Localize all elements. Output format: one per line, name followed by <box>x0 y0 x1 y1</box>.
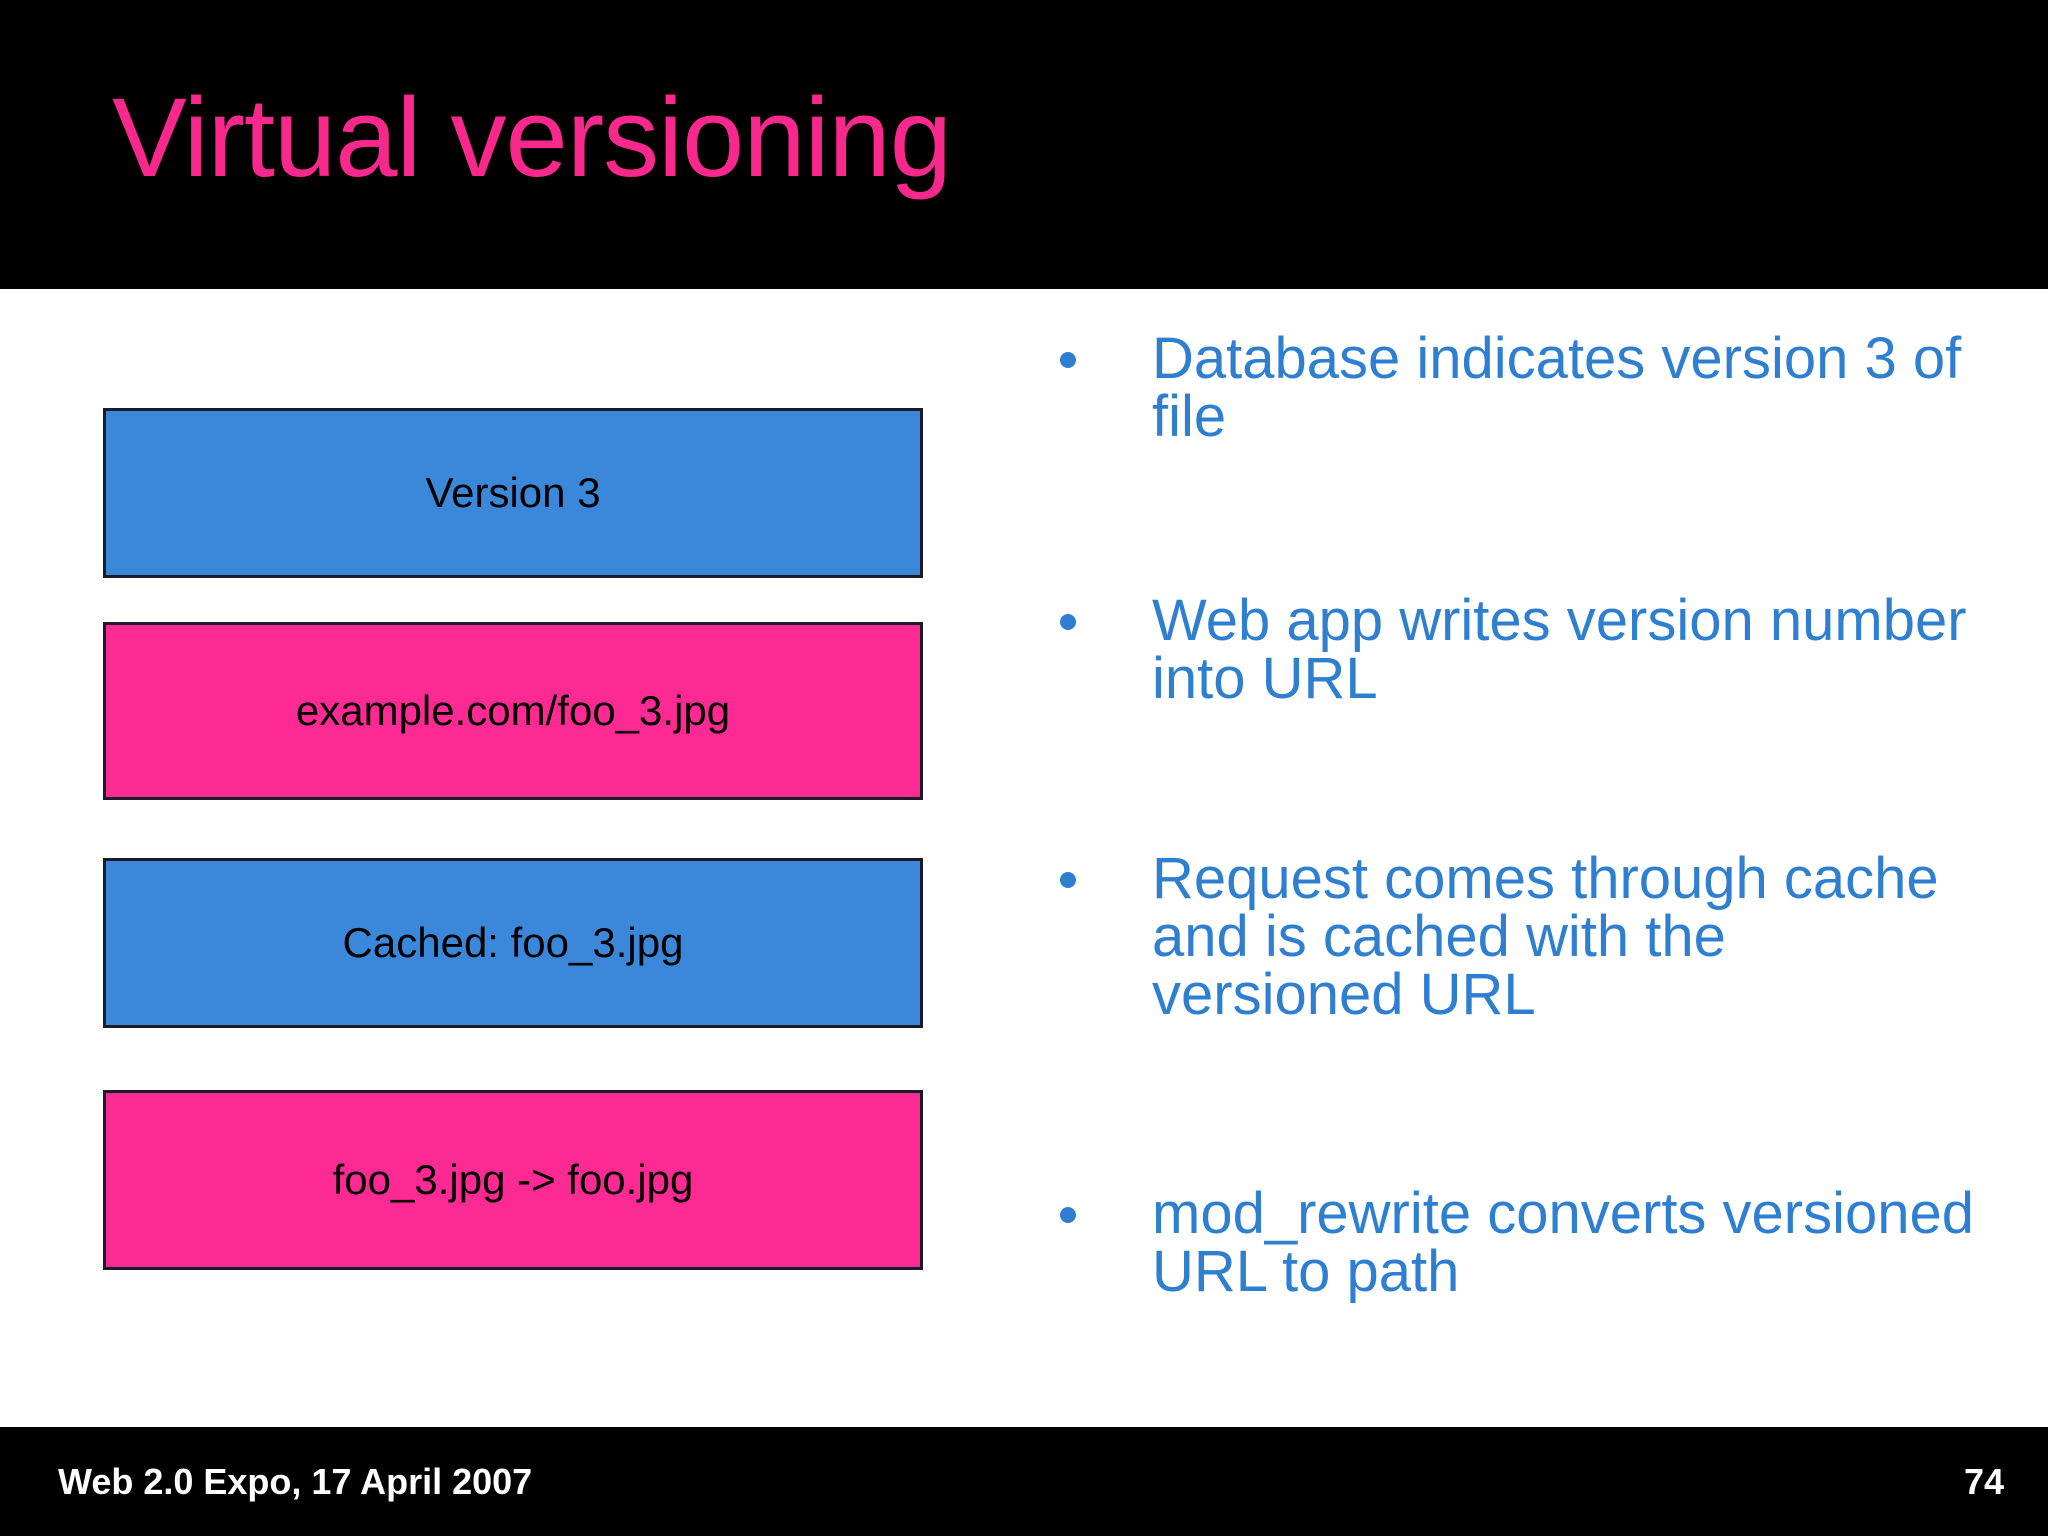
footer-page-number: 74 <box>1963 1461 2004 1502</box>
bullet-dot-icon <box>1060 1207 1076 1223</box>
bullet-text: Request comes through cache and is cache… <box>1152 846 1939 1027</box>
footer-event-label: Web 2.0 Expo, 17 April 2007 <box>58 1461 533 1502</box>
flow-box-label: Version 3 <box>425 468 601 516</box>
flow-box-url: example.com/foo_3.jpg <box>103 622 923 800</box>
flow-box-label: Cached: foo_3.jpg <box>342 918 684 966</box>
bullet-dot-icon <box>1060 352 1076 368</box>
flow-box-cached: Cached: foo_3.jpg <box>103 858 923 1028</box>
bullet-text: Database indicates version 3 of file <box>1152 326 1962 449</box>
list-item: Web app writes version number into URL <box>1060 592 1990 708</box>
versioning-flow-diagram: Version 3 example.com/foo_3.jpg Cached: … <box>103 408 923 1270</box>
list-item: mod_rewrite converts versioned URL to pa… <box>1060 1185 1990 1301</box>
flow-box-label: example.com/foo_3.jpg <box>295 686 731 734</box>
bullet-dot-icon <box>1060 872 1076 888</box>
bullet-text: Web app writes version number into URL <box>1152 588 1967 711</box>
flow-box-rewrite: foo_3.jpg -> foo.jpg <box>103 1090 923 1270</box>
page-title: Virtual versioning <box>112 75 952 200</box>
bullet-text: mod_rewrite converts versioned URL to pa… <box>1152 1181 1975 1304</box>
list-item: Database indicates version 3 of file <box>1060 330 1990 446</box>
flow-box-version: Version 3 <box>103 408 923 578</box>
slide-header-bar: Virtual versioning <box>0 0 2048 289</box>
list-item: Request comes through cache and is cache… <box>1060 850 1990 1024</box>
bullet-dot-icon <box>1060 614 1076 630</box>
slide-footer-bar: Web 2.0 Expo, 17 April 2007 74 <box>0 1427 2048 1536</box>
flow-box-label: foo_3.jpg -> foo.jpg <box>332 1155 694 1203</box>
